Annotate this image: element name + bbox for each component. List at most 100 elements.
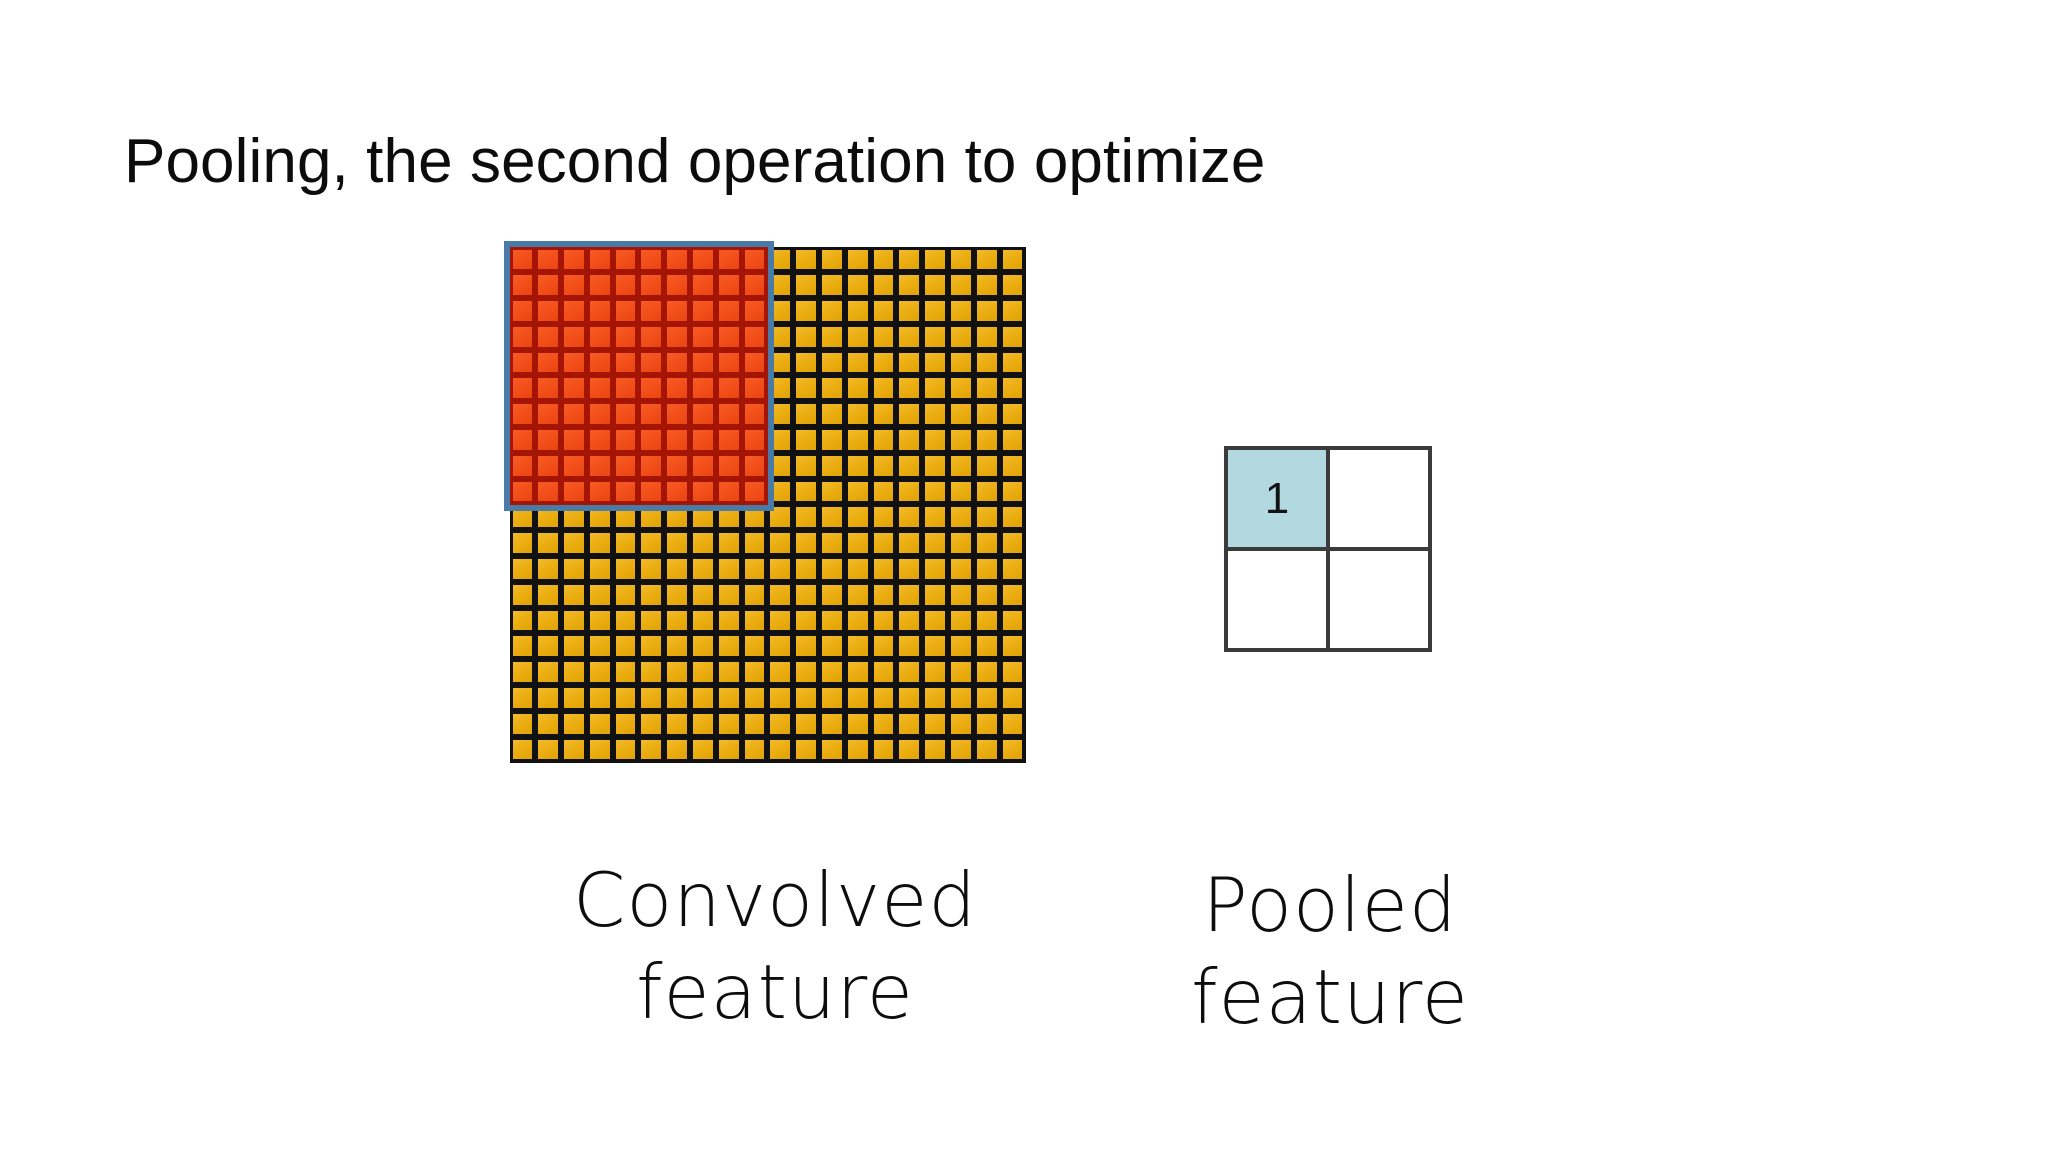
convolved-cell [587, 659, 614, 686]
convolved-cell-highlighted [638, 272, 665, 299]
convolved-cell [845, 479, 872, 505]
convolved-feature-grid[interactable] [510, 247, 1026, 763]
convolved-cell [767, 633, 794, 660]
convolved-cell-highlighted [716, 247, 743, 273]
convolved-cell [510, 530, 536, 557]
convolved-cell [535, 659, 562, 686]
convolved-cell [871, 453, 897, 480]
pooled-cell[interactable] [1228, 551, 1326, 648]
convolved-cell [510, 582, 536, 609]
convolved-cell [793, 350, 820, 376]
convolved-cell-highlighted [561, 350, 588, 376]
convolved-cell-highlighted [664, 298, 691, 325]
convolved-cell [819, 685, 846, 712]
convolved-cell-highlighted [535, 453, 562, 480]
convolved-cell [1000, 737, 1026, 763]
convolved-cell-highlighted [510, 427, 536, 454]
convolved-cell [1000, 375, 1026, 402]
convolved-cell-highlighted [613, 427, 639, 454]
convolved-caption-line1: Convolved [572, 856, 978, 944]
convolved-cell [1000, 685, 1026, 712]
convolved-cell [793, 272, 820, 299]
convolved-cell-highlighted [742, 247, 768, 273]
convolved-cell [767, 530, 794, 557]
convolved-cell [767, 711, 794, 738]
convolved-cell [819, 247, 846, 273]
convolved-cell [793, 659, 820, 686]
convolved-cell-highlighted [535, 375, 562, 402]
convolved-cell [871, 659, 897, 686]
convolved-cell [845, 324, 872, 351]
pooled-cell-active[interactable]: 1 [1228, 450, 1326, 547]
convolved-cell [793, 479, 820, 505]
convolved-cell-highlighted [690, 375, 717, 402]
convolved-cell-highlighted [535, 298, 562, 325]
convolved-cell [922, 659, 949, 686]
convolved-cell [1000, 453, 1026, 480]
convolved-cell [613, 659, 639, 686]
convolved-cell [716, 556, 743, 583]
convolved-cell [948, 659, 975, 686]
convolved-cell [896, 504, 923, 531]
pooled-feature-grid[interactable]: 1 [1224, 446, 1432, 652]
convolved-cell [690, 659, 717, 686]
convolved-cell-highlighted [613, 324, 639, 351]
convolved-cell [664, 582, 691, 609]
convolved-cell [1000, 427, 1026, 454]
convolved-cell [974, 350, 1001, 376]
convolved-cell [871, 350, 897, 376]
convolved-cell [613, 608, 639, 634]
convolved-cell [638, 504, 665, 531]
convolved-cell-highlighted [561, 298, 588, 325]
convolved-cell-highlighted [510, 324, 536, 351]
convolved-cell-highlighted [535, 247, 562, 273]
convolved-cell [871, 298, 897, 325]
convolved-cell [896, 247, 923, 273]
pooled-cell[interactable] [1330, 450, 1428, 547]
convolved-cell [871, 530, 897, 557]
convolved-cell [948, 375, 975, 402]
convolved-cell [587, 711, 614, 738]
convolved-cell-highlighted [742, 479, 768, 505]
convolved-cell-highlighted [510, 479, 536, 505]
convolved-cell [1000, 324, 1026, 351]
convolved-cell [974, 479, 1001, 505]
convolved-cell [896, 272, 923, 299]
convolved-cell [871, 633, 897, 660]
convolved-cell [845, 504, 872, 531]
convolved-cell-highlighted [742, 427, 768, 454]
pooled-cell[interactable] [1330, 551, 1428, 648]
convolved-cell [974, 659, 1001, 686]
convolved-cell-highlighted [510, 298, 536, 325]
convolved-cell [948, 504, 975, 531]
convolved-cell [535, 633, 562, 660]
convolved-cell [638, 685, 665, 712]
convolved-cell [896, 375, 923, 402]
convolved-cell [664, 556, 691, 583]
convolved-cell [845, 685, 872, 712]
convolved-cell-highlighted [716, 401, 743, 428]
convolved-cell [742, 530, 768, 557]
convolved-cell-highlighted [742, 324, 768, 351]
convolved-cell [793, 453, 820, 480]
convolved-cell [896, 685, 923, 712]
convolved-cell [845, 453, 872, 480]
convolved-cell-highlighted [561, 247, 588, 273]
convolved-cell [845, 272, 872, 299]
convolved-cell [793, 324, 820, 351]
convolved-cell [922, 479, 949, 505]
convolved-cell [587, 737, 614, 763]
convolved-cell [716, 608, 743, 634]
convolved-cell-highlighted [716, 479, 743, 505]
convolved-cell [1000, 298, 1026, 325]
convolved-cell [664, 504, 691, 531]
convolved-cell [716, 737, 743, 763]
convolved-cell [896, 556, 923, 583]
convolved-cell-highlighted [561, 401, 588, 428]
convolved-cell [561, 685, 588, 712]
convolved-cell-highlighted [638, 350, 665, 376]
convolved-cell [716, 633, 743, 660]
convolved-cell [974, 711, 1001, 738]
convolved-cell [561, 659, 588, 686]
convolved-cell [613, 582, 639, 609]
